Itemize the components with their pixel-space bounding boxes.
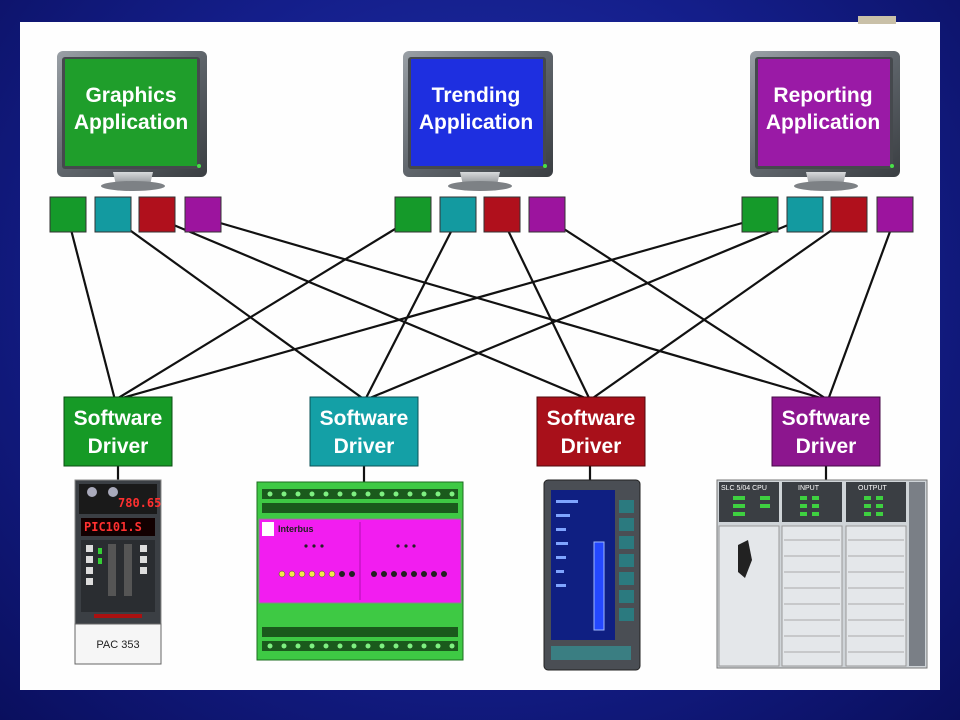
monitor-screen xyxy=(411,59,543,166)
device-interbus-module: Interbus xyxy=(256,481,464,661)
corner-tab xyxy=(858,16,896,24)
port-square-teal xyxy=(94,196,132,233)
slc-input-label: INPUT xyxy=(798,485,820,492)
monitor-title-line1: Trending xyxy=(432,84,521,107)
port-group-trending xyxy=(394,196,566,233)
port-square-teal xyxy=(439,196,477,233)
pac-display-mid: PIC101.S xyxy=(84,520,142,534)
driver-label-line1: Software xyxy=(547,407,636,430)
monitor-title-line2: Application xyxy=(766,111,880,134)
port-square-teal xyxy=(786,196,824,233)
port-square-purple xyxy=(876,196,914,233)
driver-label-line1: Software xyxy=(782,407,871,430)
monitor-title-line2: Application xyxy=(74,111,188,134)
port-square-red xyxy=(830,196,868,233)
device-slc-rack: SLC 5/04 CPU INPUT OUTPUT xyxy=(716,479,928,669)
connection-lines xyxy=(66,216,897,482)
monitor-title-line2: Application xyxy=(419,111,533,134)
pac-model-label: PAC 353 xyxy=(96,639,139,651)
slc-output-label: OUTPUT xyxy=(858,485,888,492)
software-driver-1: Software Driver xyxy=(63,396,173,467)
port-group-graphics xyxy=(49,196,222,233)
monitor-screen xyxy=(65,59,197,166)
monitor-reporting: Reporting Application xyxy=(750,51,900,191)
port-square-red xyxy=(138,196,176,233)
driver-label-line1: Software xyxy=(74,407,163,430)
monitor-graphics: Graphics Application xyxy=(57,51,207,191)
monitor-title-line1: Graphics xyxy=(85,84,176,107)
software-driver-3: Software Driver xyxy=(536,396,646,467)
driver-label-line1: Software xyxy=(320,407,409,430)
port-square-purple xyxy=(184,196,222,233)
port-square-red xyxy=(483,196,521,233)
driver-label-line2: Driver xyxy=(561,435,622,458)
slc-cpu-label: SLC 5/04 CPU xyxy=(721,485,767,492)
device-pac353-controller: 780.65 PIC101.S PAC 353 xyxy=(74,479,162,665)
pac-display-top: 780.65 xyxy=(118,496,161,510)
monitor-trending: Trending Application xyxy=(403,51,553,191)
port-square-green xyxy=(394,196,432,233)
port-square-purple xyxy=(528,196,566,233)
software-driver-4: Software Driver xyxy=(771,396,881,467)
driver-label-line2: Driver xyxy=(796,435,857,458)
port-group-reporting xyxy=(741,196,914,233)
software-driver-2: Software Driver xyxy=(309,396,419,467)
interbus-brand: Interbus xyxy=(278,524,314,534)
monitor-title-line1: Reporting xyxy=(773,84,872,107)
monitor-screen xyxy=(758,59,890,166)
driver-label-line2: Driver xyxy=(88,435,149,458)
device-panel-controller xyxy=(543,479,641,671)
port-square-green xyxy=(741,196,779,233)
driver-label-line2: Driver xyxy=(334,435,395,458)
port-square-green xyxy=(49,196,87,233)
